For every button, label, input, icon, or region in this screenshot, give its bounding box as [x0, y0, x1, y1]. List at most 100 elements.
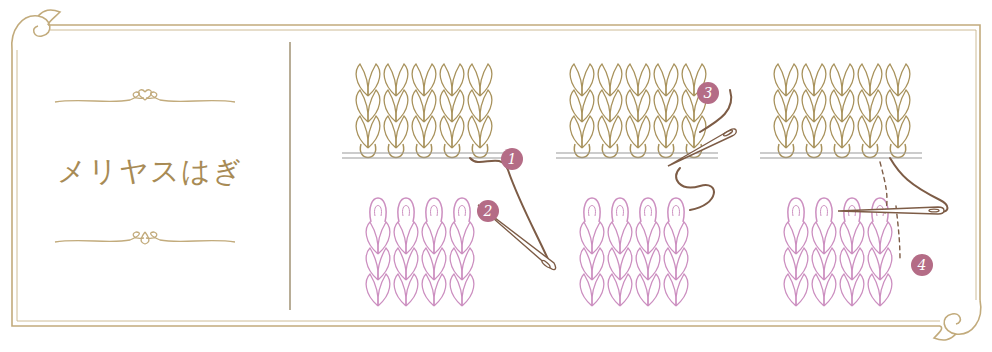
stitch	[375, 206, 382, 217]
stitch	[821, 206, 828, 217]
stitch	[384, 64, 396, 96]
stitch	[802, 90, 814, 122]
stitch	[676, 222, 688, 254]
stitch	[868, 274, 880, 306]
stitch	[620, 222, 632, 254]
stitch	[664, 222, 676, 254]
stitch	[862, 144, 877, 158]
callout-number: 3	[697, 82, 719, 104]
stitch	[858, 64, 870, 96]
stitch	[784, 274, 796, 306]
needle	[478, 129, 944, 270]
stitch	[462, 222, 474, 254]
stitch	[384, 116, 396, 148]
stitch	[422, 274, 434, 306]
stitch	[406, 222, 418, 254]
stitch	[640, 198, 656, 222]
stitch	[580, 222, 592, 254]
stitch	[774, 90, 786, 122]
stitch	[880, 274, 892, 306]
stitch	[394, 248, 406, 280]
stitch	[610, 64, 622, 96]
stitch	[673, 206, 680, 217]
stitch	[654, 90, 666, 122]
stitch	[608, 274, 620, 306]
stitch	[886, 116, 898, 148]
stitch	[452, 64, 464, 96]
stitch	[378, 248, 390, 280]
stitch	[774, 64, 786, 96]
stitch	[574, 144, 589, 158]
stitch	[880, 248, 892, 280]
stitch	[440, 64, 452, 96]
stitch	[786, 116, 798, 148]
stitch	[394, 222, 406, 254]
stitch	[610, 116, 622, 148]
stitch	[570, 116, 582, 148]
stitch	[812, 248, 824, 280]
stitch	[830, 116, 842, 148]
stitch	[886, 90, 898, 122]
stitch	[388, 144, 403, 158]
stitch	[648, 274, 660, 306]
stitch	[462, 274, 474, 306]
divider	[289, 42, 290, 310]
stitch	[602, 144, 617, 158]
stitch	[406, 274, 418, 306]
stitch	[654, 116, 666, 148]
stitch	[366, 274, 378, 306]
stitch	[666, 116, 678, 148]
stitch	[840, 274, 852, 306]
stitch	[556, 157, 718, 158]
stitch	[570, 64, 582, 96]
stitch	[378, 274, 390, 306]
stitch	[394, 274, 406, 306]
stitch	[450, 274, 462, 306]
stitch	[630, 144, 645, 158]
stitch	[858, 116, 870, 148]
stitch	[760, 152, 922, 153]
stitch	[580, 274, 592, 306]
stitch	[666, 90, 678, 122]
stitch	[570, 90, 582, 122]
stitch	[638, 90, 650, 122]
stitch	[416, 144, 431, 158]
stitch	[412, 64, 424, 96]
stitch	[366, 222, 378, 254]
stitch	[664, 248, 676, 280]
stitch	[480, 64, 492, 96]
stitch	[450, 248, 462, 280]
stitch	[636, 248, 648, 280]
stitch	[658, 144, 673, 158]
stitch	[431, 206, 438, 217]
stitch	[840, 248, 852, 280]
stitch	[898, 90, 910, 122]
stitch	[852, 274, 864, 306]
stitch	[852, 222, 864, 254]
stitch	[342, 157, 504, 158]
stitch	[468, 90, 480, 122]
stitch	[589, 206, 596, 217]
stitch	[608, 222, 620, 254]
stitch	[452, 116, 464, 148]
stitch	[434, 222, 446, 254]
stitch	[802, 64, 814, 96]
stitch	[626, 116, 638, 148]
stitch	[812, 222, 824, 254]
stitch	[450, 222, 462, 254]
stitch	[796, 222, 808, 254]
stitch	[664, 274, 676, 306]
stitch	[360, 144, 375, 158]
stitch	[580, 248, 592, 280]
stitch	[396, 90, 408, 122]
stitch	[760, 157, 922, 158]
stitch	[592, 274, 604, 306]
stitch	[426, 198, 442, 222]
stitch	[806, 144, 821, 158]
stitch	[814, 64, 826, 96]
stitch	[814, 116, 826, 148]
stitch	[608, 248, 620, 280]
stitch	[814, 90, 826, 122]
stitch	[598, 116, 610, 148]
